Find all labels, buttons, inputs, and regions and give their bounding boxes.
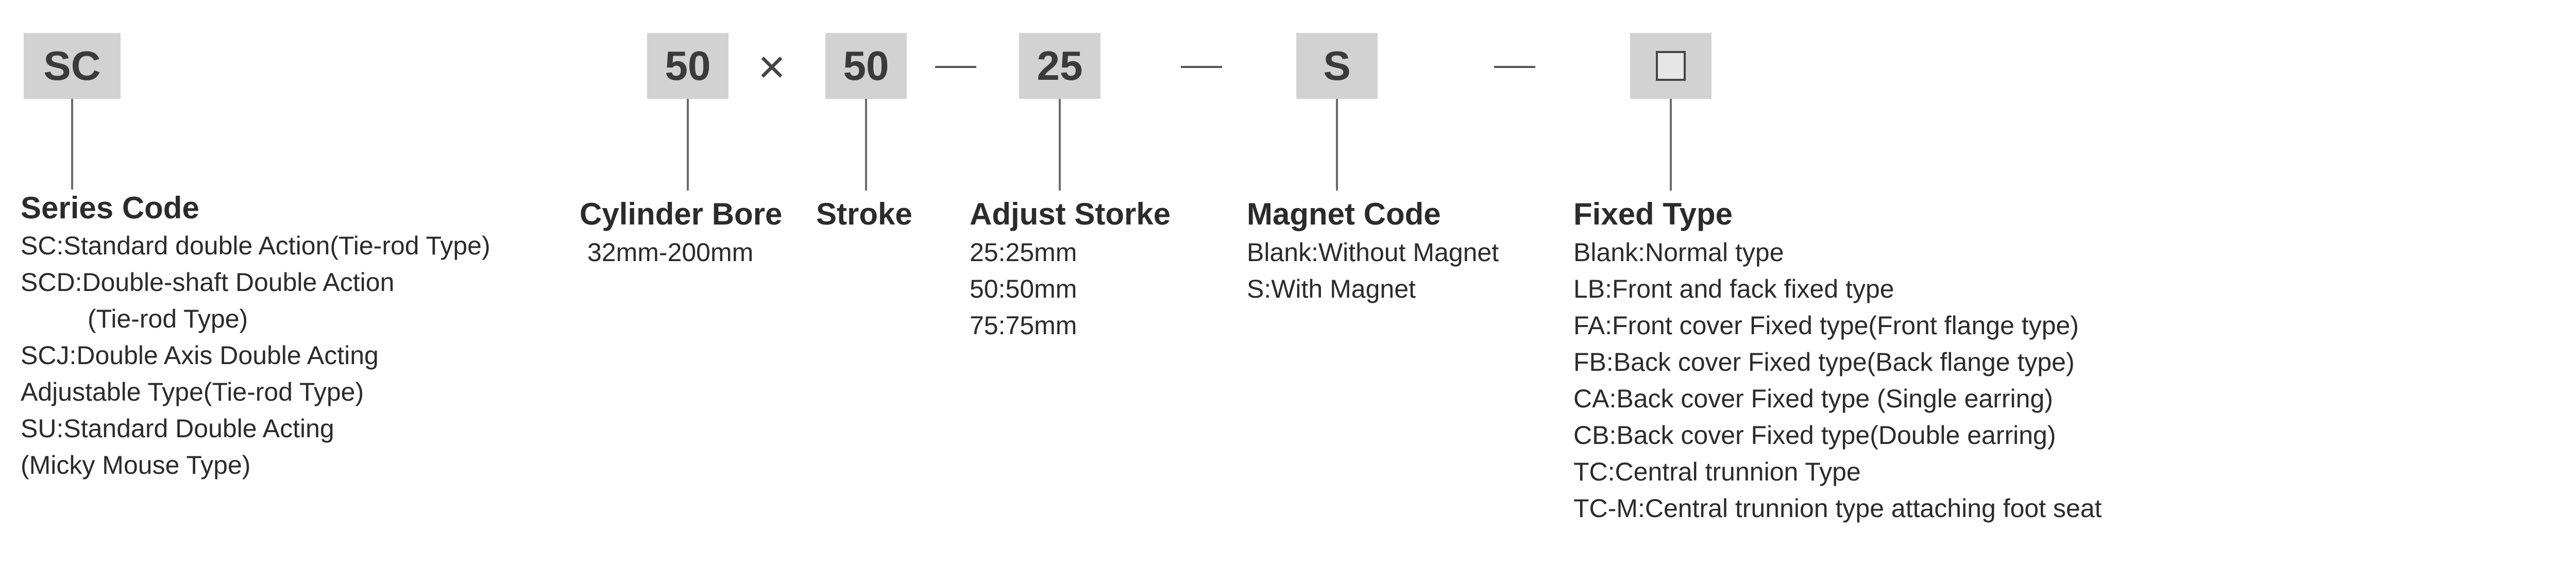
cylinder-bore-description: 32mm-200mm [587,234,753,271]
bore-line: 32mm-200mm [587,238,754,267]
series-code-description: SC:Standard double Action(Tie-rod Type) … [21,228,490,484]
bore-code-value: 50 [665,43,711,89]
series-line: SC:Standard double Action(Tie-rod Type) [21,231,490,260]
stroke-code-value: 50 [843,43,889,89]
series-leader-line [71,99,73,190]
stroke-title: Stroke [816,197,912,231]
series-line: SCJ:Double Axis Double Acting [21,341,379,370]
fixed-type-description: Blank:Normal type LB:Front and fack fixe… [1573,234,2102,527]
fixed-line: TC:Central trunnion Type [1573,457,1861,486]
series-line: SCD:Double-shaft Double Action [21,268,395,297]
series-line: (Tie-rod Type) [88,304,248,333]
cylinder-bore-title: Cylinder Bore [580,197,783,231]
fixed-line: CA:Back cover Fixed type (Single earring… [1573,384,2053,413]
series-code-title: Series Code [21,191,199,225]
series-line: Adjustable Type(Tie-rod Type) [21,378,364,406]
fixed-line: CB:Back cover Fixed type(Double earring) [1573,421,2056,450]
adjust-stroke-description: 25:25mm 50:50mm 75:75mm [970,234,1077,344]
fixed-type-title: Fixed Type [1573,197,1733,231]
magnet-line: Blank:Without Magnet [1247,238,1499,267]
adjust-line: 25:25mm [970,238,1077,267]
adjust-code-value: 25 [1037,43,1083,89]
magnet-code-description: Blank:Without Magnet S:With Magnet [1247,234,1499,307]
series-line: (Micky Mouse Type) [21,451,251,479]
stroke-leader-line [865,99,867,191]
series-line: SU:Standard Double Acting [21,414,334,443]
fixed-type-code-box [1630,33,1711,99]
multiply-symbol: × [758,41,786,93]
magnet-code-title: Magnet Code [1247,197,1441,231]
fixed-line: FB:Back cover Fixed type(Back flange typ… [1573,348,2075,376]
separator-dash-2 [1181,66,1222,68]
series-code-value: SC [43,43,101,89]
fixed-line: FA:Front cover Fixed type(Front flange t… [1573,311,2079,340]
fixed-line: Blank:Normal type [1573,238,1784,267]
separator-dash-3 [1494,66,1535,68]
fixed-line: LB:Front and fack fixed type [1573,275,1894,303]
bore-code-box: 50 [647,33,728,99]
magnet-code-value: S [1323,43,1351,89]
separator-dash-1 [935,66,976,68]
magnet-leader-line [1336,99,1338,191]
adjust-line: 75:75mm [970,311,1077,340]
stroke-code-box: 50 [825,33,907,99]
adjust-code-box: 25 [1019,33,1100,99]
adjust-line: 50:50mm [970,275,1077,303]
bore-leader-line [687,99,689,191]
series-code-box: SC [24,33,121,99]
fixed-line: TC-M:Central trunnion type attaching foo… [1573,494,2102,523]
magnet-line: S:With Magnet [1247,275,1416,303]
blank-square-icon [1656,51,1686,81]
magnet-code-box: S [1296,33,1378,99]
adjust-leader-line [1059,99,1061,191]
fixed-type-leader-line [1670,99,1672,191]
adjust-stroke-title: Adjust Storke [970,197,1171,231]
